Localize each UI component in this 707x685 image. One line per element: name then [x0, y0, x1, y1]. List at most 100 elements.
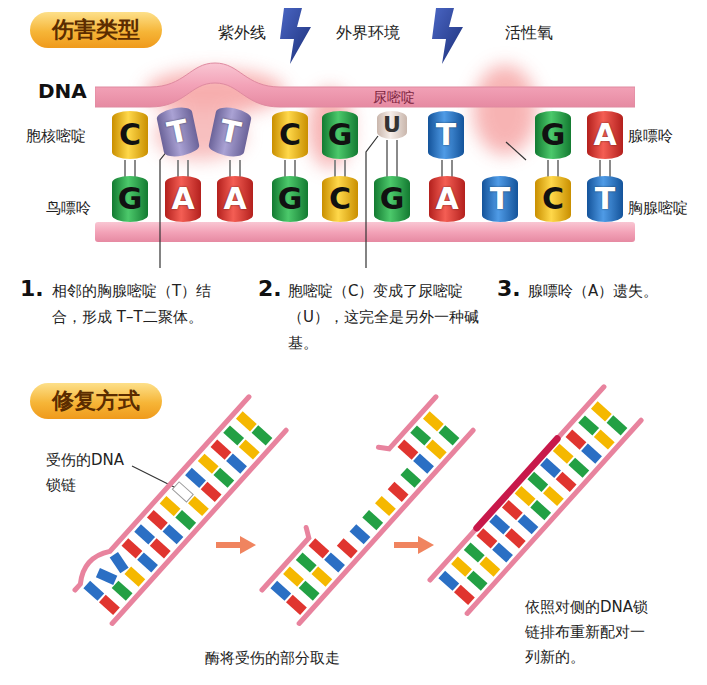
base-block — [299, 581, 320, 601]
base-letter: T — [217, 115, 243, 149]
base-cylinder: G — [322, 111, 358, 159]
base-block — [226, 454, 247, 474]
base-block — [505, 528, 526, 548]
base-block — [96, 568, 117, 585]
base-letter: A — [435, 184, 458, 214]
base-block — [122, 538, 143, 558]
lightning-bolt — [280, 8, 311, 64]
base-block — [413, 454, 434, 474]
base-cylinder: G — [374, 176, 410, 222]
base-block — [239, 439, 260, 459]
base-block — [324, 552, 345, 572]
hydrogen-bond — [229, 160, 231, 177]
base-block — [451, 557, 472, 577]
base-cylinder: C — [112, 111, 148, 159]
base-letter: T — [165, 115, 191, 149]
base-block — [83, 581, 104, 601]
base-block — [124, 567, 145, 587]
base-block — [337, 538, 358, 558]
base-block — [362, 510, 383, 530]
base-letter: C — [542, 184, 564, 214]
base-block — [543, 486, 564, 506]
hydrogen-bond — [344, 160, 346, 177]
base-block — [568, 458, 589, 478]
hydrogen-bond — [441, 160, 443, 177]
band-shape — [95, 55, 635, 112]
base-block — [350, 524, 371, 544]
base-cylinder: G — [112, 176, 148, 222]
base-block — [553, 444, 574, 464]
base-block — [423, 411, 444, 431]
hydrogen-bond — [396, 140, 398, 177]
base-block — [160, 496, 181, 516]
base-cylinder: G — [535, 111, 571, 159]
annotation-text: 腺嘌呤 — [628, 126, 673, 146]
base-block — [213, 468, 234, 488]
base-block — [479, 557, 500, 577]
base-cylinder: C — [322, 176, 358, 222]
annotation-text: 依照对侧的DNA锁链排布重新配对一列新的。 — [525, 595, 657, 670]
base-letter: A — [171, 184, 194, 214]
base-block — [527, 472, 548, 492]
base-block — [134, 524, 155, 544]
base-block — [188, 496, 209, 516]
base-cylinder: A — [165, 176, 201, 222]
dna-backbone — [255, 391, 436, 590]
base-block — [175, 510, 196, 530]
hydrogen-bond — [557, 160, 559, 177]
dna-backbone-band: 尿嘧啶 — [95, 55, 635, 112]
dna-ladder — [255, 391, 473, 624]
base-block — [566, 430, 587, 450]
annotation-text: 胸腺嘧啶 — [628, 198, 688, 218]
annotation-text: 活性氧 — [505, 22, 553, 43]
callout-number: 1. — [20, 274, 44, 303]
hydrogen-bond — [187, 160, 189, 177]
base-letter: G — [541, 120, 566, 150]
hydrogen-bond — [124, 160, 126, 177]
annotation-text: 酶将受伤的部分取走 — [205, 648, 340, 668]
annotation-text: 受伤的DNA锁链 — [46, 448, 134, 498]
dna-backbone — [299, 430, 473, 623]
base-letter: C — [329, 184, 351, 214]
base-block — [223, 425, 244, 445]
base-letter: G — [278, 184, 303, 214]
heading-text: 修复方式 — [52, 386, 140, 416]
base-block — [467, 571, 488, 591]
hydrogen-bond — [386, 140, 388, 177]
base-name: 尿嘧啶 — [373, 89, 415, 105]
section-heading: 伤害类型 — [30, 12, 162, 48]
base-letter: T — [436, 120, 456, 150]
base-block — [477, 528, 498, 548]
dna-backbone — [69, 391, 249, 590]
base-block — [556, 472, 577, 492]
base-letter: C — [119, 120, 141, 150]
base-block — [270, 581, 291, 601]
base-block — [150, 538, 171, 558]
base-cylinder: C — [535, 176, 571, 222]
base-cylinder: C — [272, 111, 308, 159]
base-block — [211, 440, 232, 460]
annotation-text: 胞核嘧啶 — [26, 126, 86, 146]
base-block — [185, 468, 206, 488]
base-block — [464, 542, 485, 562]
base-block — [99, 595, 120, 615]
step-arrow — [394, 536, 434, 554]
base-letter: T — [490, 184, 510, 214]
annotation-text: 相邻的胸腺嘧啶（T）结合，形成 T–T二聚体。 — [52, 278, 224, 330]
base-block — [201, 482, 222, 502]
dna-backbone — [430, 387, 604, 580]
annotation-text: 胞嘧啶（C）变成了尿嘧啶（U），这完全是另外一种碱基。 — [288, 278, 480, 356]
base-block — [110, 552, 129, 573]
base-block — [283, 567, 304, 587]
base-block — [591, 401, 612, 421]
base-block — [492, 542, 513, 562]
repair-illustration — [69, 387, 641, 624]
base-block — [489, 514, 510, 534]
base-block — [311, 567, 332, 587]
base-block — [375, 496, 396, 516]
hydrogen-bond — [284, 160, 286, 177]
callout-number: DNA — [38, 78, 87, 104]
base-letter: C — [279, 120, 301, 150]
base-block — [172, 482, 193, 502]
hydrogen-bond — [547, 160, 549, 177]
